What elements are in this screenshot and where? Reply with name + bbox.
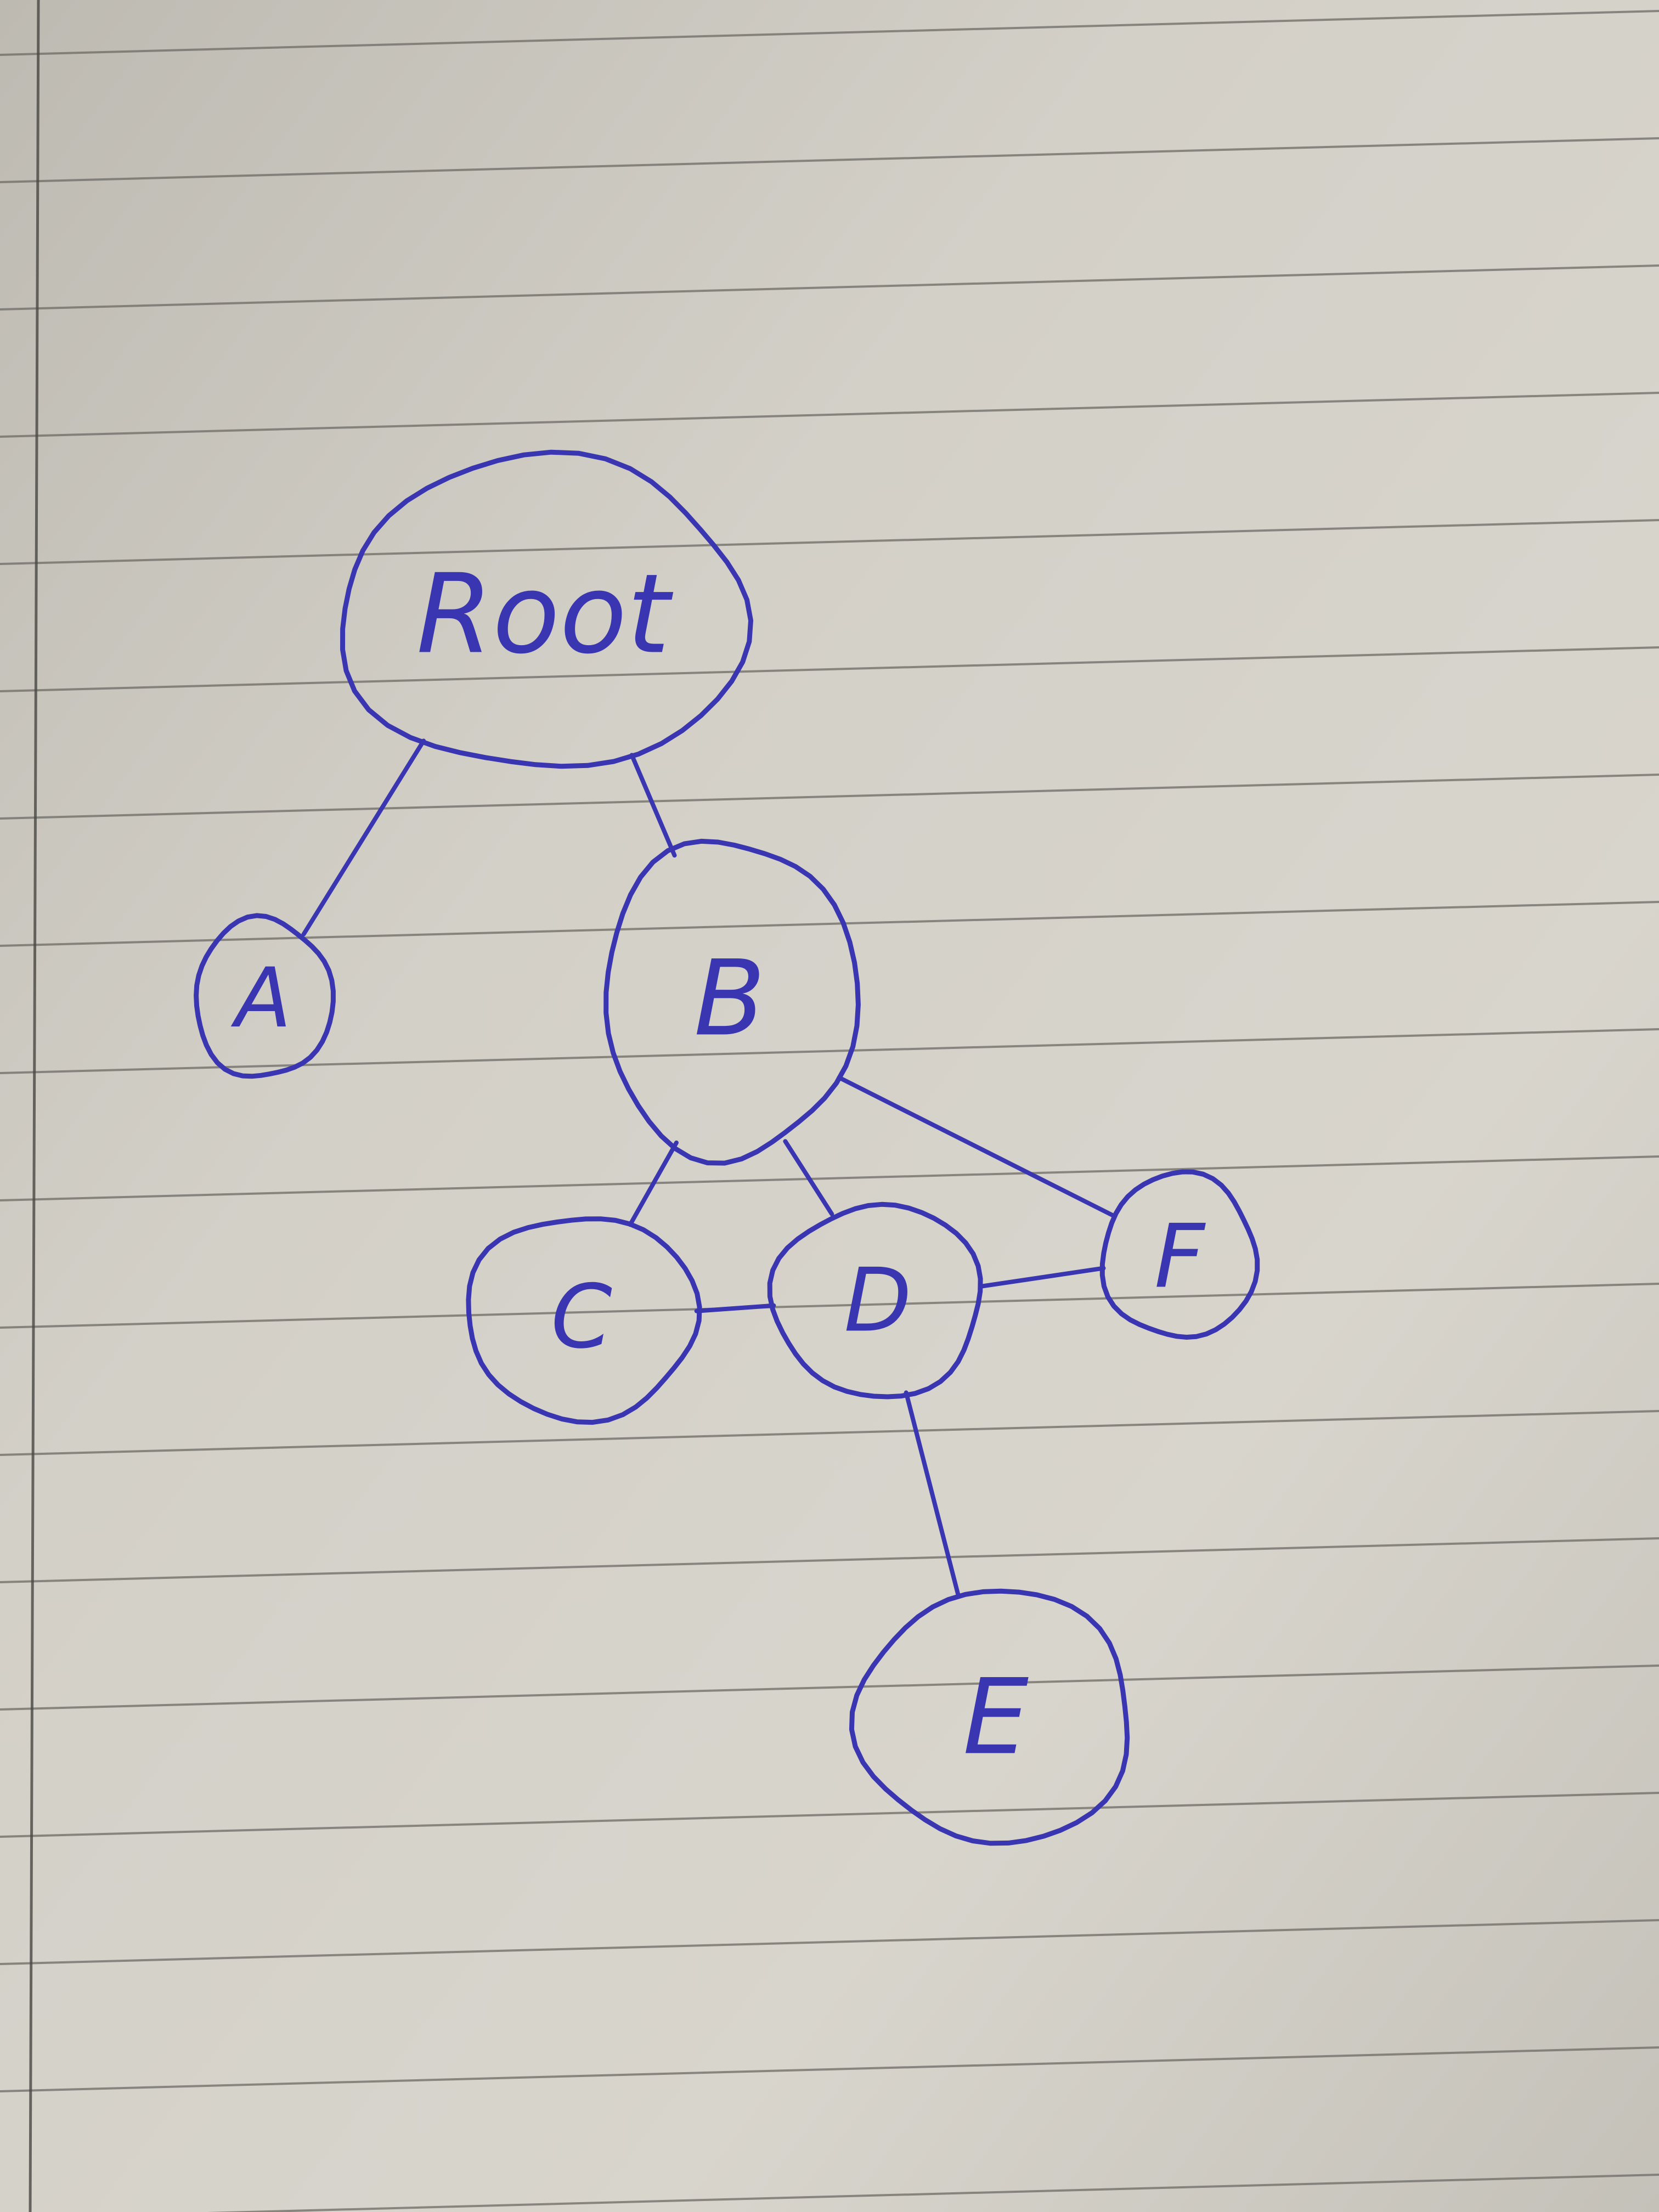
ruled-line — [0, 137, 1659, 183]
ruled-line — [0, 646, 1659, 692]
node-label-f: F — [1154, 1205, 1206, 1308]
ruled-line — [0, 519, 1659, 565]
ruled-lines — [0, 10, 1659, 2212]
node-outline-b — [603, 838, 861, 1166]
node-b: B — [603, 838, 861, 1166]
edge-root-b — [629, 753, 677, 858]
node-label-root: Root — [416, 551, 674, 679]
ruled-line — [0, 1028, 1659, 1074]
node-label-a: A — [231, 951, 292, 1046]
node-f: F — [1099, 1169, 1260, 1340]
node-root: Root — [340, 449, 753, 769]
ruled-line — [0, 392, 1659, 438]
node-label-c: C — [551, 1266, 612, 1368]
ruled-line — [0, 1283, 1659, 1329]
edge-layer — [301, 738, 1115, 1598]
ruled-line — [0, 264, 1659, 311]
edge-c-d — [694, 1303, 776, 1313]
ruled-line — [0, 1664, 1659, 1711]
ruled-line — [207, 2174, 1659, 2212]
node-outline-d — [767, 1201, 983, 1400]
node-outline-c — [466, 1216, 702, 1425]
node-a: A — [194, 913, 336, 1079]
node-outline-root — [340, 449, 753, 769]
node-e: E — [849, 1588, 1130, 1846]
ruled-line — [0, 1155, 1659, 1201]
edge-root-a — [301, 738, 426, 936]
node-outline-f — [1099, 1169, 1260, 1340]
edge-b-c — [628, 1140, 679, 1227]
edge-b-d — [783, 1139, 834, 1216]
node-outline-a — [194, 913, 336, 1079]
ruled-line — [0, 1792, 1659, 1838]
ruled-line — [0, 901, 1659, 947]
node-label-b: B — [694, 938, 765, 1059]
ruled-line — [0, 774, 1659, 820]
edge-b-f — [837, 1075, 1115, 1218]
node-d: D — [767, 1201, 983, 1400]
node-c: C — [466, 1216, 702, 1425]
node-outline-e — [849, 1588, 1130, 1846]
ruled-line — [0, 1919, 1659, 1965]
edge-d-f — [979, 1266, 1106, 1289]
ruled-line — [0, 1537, 1659, 1583]
margin-line — [29, 0, 40, 2212]
node-label-d: D — [844, 1249, 911, 1352]
edge-d-e — [904, 1390, 961, 1598]
node-label-e: E — [963, 1657, 1029, 1778]
ruled-line — [0, 10, 1659, 56]
ruled-line — [0, 1410, 1659, 1456]
ruled-line — [0, 2046, 1659, 2092]
